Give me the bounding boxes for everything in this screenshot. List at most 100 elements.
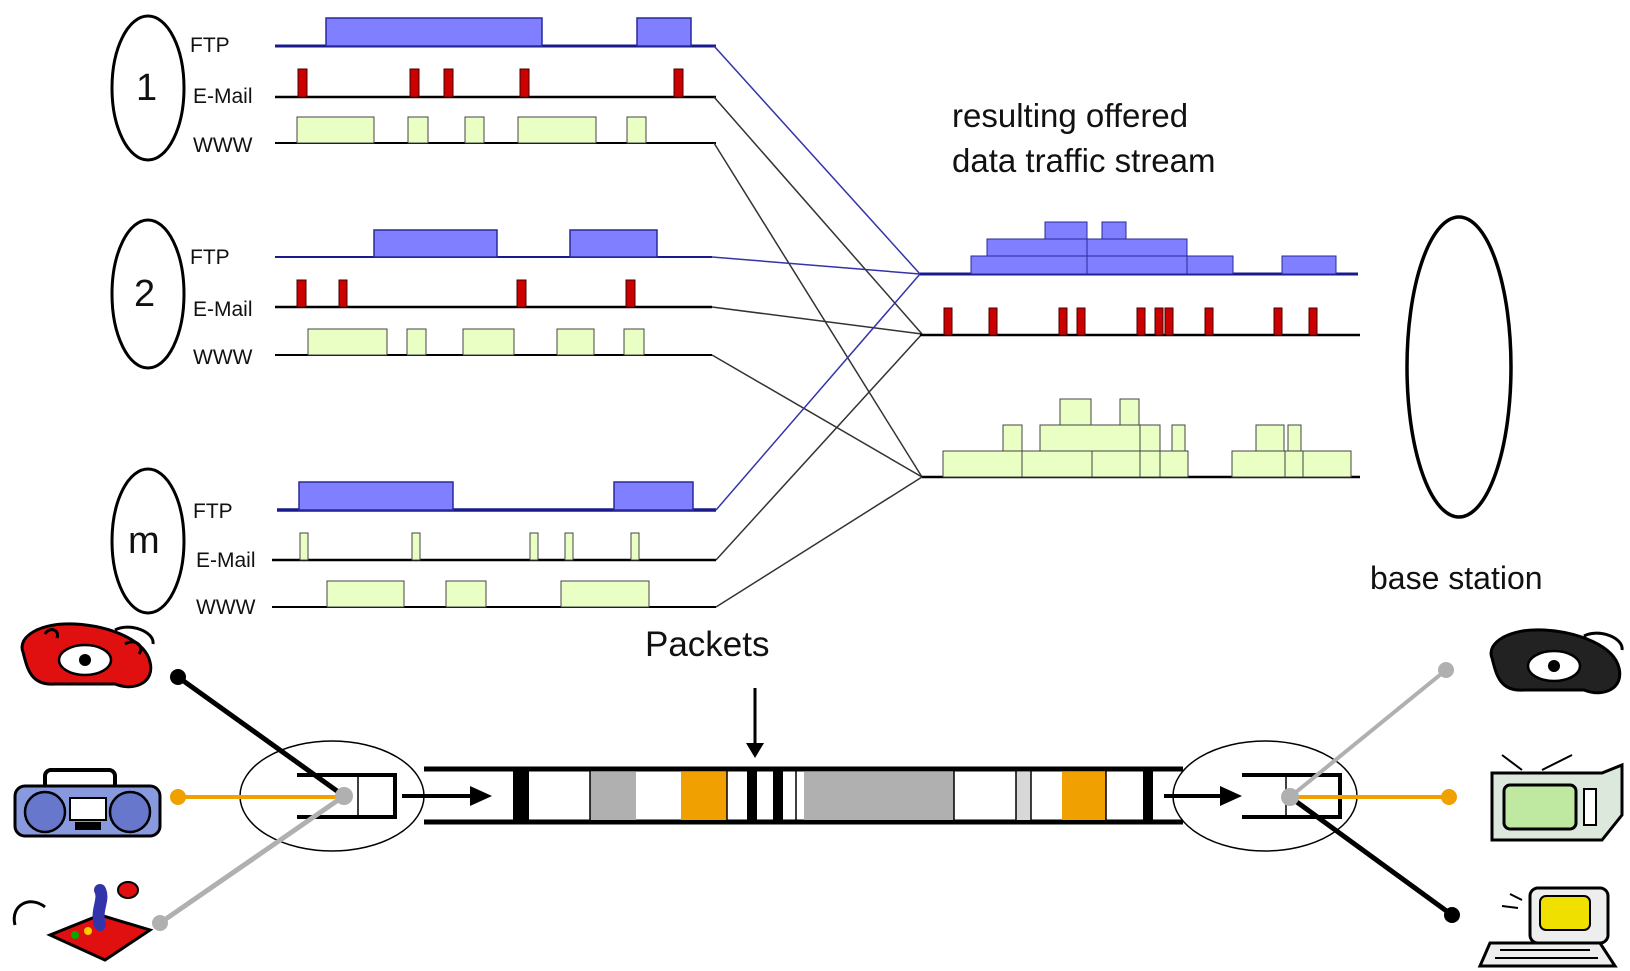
user-group-1: 1 FTP E-Mail WWW (110, 14, 716, 162)
group-2-www-burst (462, 328, 515, 356)
group-1-www-burst (517, 116, 597, 144)
aggregate-www-block (1287, 424, 1302, 452)
packets-label: Packets (645, 625, 770, 664)
packet-separator (513, 769, 529, 822)
group-m-email-packet (630, 532, 640, 561)
user-group-2: 2 FTP E-Mail WWW (110, 218, 712, 370)
aggregate-email-packet (943, 307, 953, 336)
television-icon (1490, 754, 1624, 842)
link-computer-out (1288, 794, 1454, 918)
aggregate-ftp-block (1044, 221, 1088, 240)
group-2-email-packet (516, 279, 527, 308)
group-2-www-burst (623, 328, 645, 356)
base-station-ellipse (1405, 215, 1513, 519)
aggregate-ftp-block (1281, 255, 1337, 275)
aggregate-email-packet (1204, 307, 1214, 336)
group-2-email-packet (625, 279, 636, 308)
group-m-ftp-burst (613, 481, 694, 511)
group-1-email-packet (297, 68, 308, 98)
group-2-ftp-burst (373, 229, 498, 258)
multiplex-lines (711, 45, 923, 608)
group-m-number: m (128, 520, 160, 562)
connector-line (715, 273, 921, 511)
packet-gray (590, 772, 636, 820)
connector-line (711, 306, 923, 335)
black-telephone-icon (1489, 628, 1624, 695)
group-1-email-packet (443, 68, 454, 98)
group-1-email-label: E-Mail (193, 85, 253, 108)
link-telephone (176, 674, 346, 799)
aggregate-email-packet (988, 307, 998, 336)
connector-line (713, 45, 921, 275)
joystick-icon (12, 881, 154, 962)
packet-separator (1143, 769, 1153, 822)
right-sink-links (1281, 662, 1460, 923)
packet-gray (1016, 772, 1031, 820)
aggregate-ftp-block (1086, 255, 1188, 275)
connector-line (711, 256, 921, 275)
group-1-email-packet (673, 68, 684, 98)
link-joystick (158, 793, 346, 926)
group-m-www-burst (326, 580, 405, 608)
group-m-email-packet (299, 532, 309, 561)
aggregate-email-packet (1076, 307, 1086, 336)
group-1-www-burst (464, 116, 485, 144)
computer-icon (1477, 886, 1618, 968)
group-1-www-burst (407, 116, 429, 144)
aggregate-www-block (1231, 450, 1286, 478)
aggregate-ftp-block (986, 238, 1088, 257)
group-1-www-burst (296, 116, 375, 144)
aggregate-ftp-block (1186, 255, 1234, 275)
aggregate-www-block (1284, 450, 1304, 478)
aggregate-email-packet (1273, 307, 1283, 336)
result-label-line-1: resulting offered (952, 97, 1188, 134)
group-2-email-label: E-Mail (193, 298, 253, 321)
group-2-www-burst (307, 328, 388, 356)
group-2-www-label: WWW (193, 346, 253, 369)
group-1-ftp-burst (325, 17, 543, 47)
packets-arrow (746, 688, 764, 758)
group-2-ellipse (110, 218, 186, 370)
group-2-ftp-label: FTP (190, 246, 230, 269)
link-telephone-out (1288, 668, 1448, 799)
packet-gray (804, 772, 954, 820)
connector-line (715, 476, 923, 608)
red-telephone-icon (20, 622, 155, 689)
aggregate-www-block (1139, 450, 1161, 478)
aggregate-www-block (1021, 450, 1093, 478)
group-m-www-burst (560, 580, 650, 608)
packet-separator (773, 769, 783, 822)
user-group-m: m FTP E-Mail WWW (100, 467, 716, 638)
connector-line (715, 333, 923, 561)
aggregate-www-block (942, 450, 1023, 478)
group-1-ellipse (110, 14, 186, 162)
group-m-ellipse (110, 467, 186, 615)
group-2-www-burst (556, 328, 595, 356)
aggregate-www-block (1171, 424, 1186, 452)
aggregate-www-block (1059, 398, 1092, 426)
aggregate-www-block (1139, 424, 1161, 452)
aggregate-email-packet (1164, 307, 1174, 336)
group-1-ftp-label: FTP (190, 34, 230, 57)
group-1-email-packet (409, 68, 420, 98)
aggregate-www-block (1302, 450, 1352, 478)
group-m-email-label: E-Mail (196, 549, 256, 572)
group-1-email-packet (519, 68, 530, 98)
group-2-number: 2 (134, 273, 155, 315)
group-m-email-packet (529, 532, 539, 561)
aggregate-www-block (1039, 424, 1141, 452)
packet-orange (681, 772, 727, 820)
aggregate-email-stream (920, 307, 1360, 337)
group-1-ftp-burst (636, 17, 692, 47)
aggregate-www-block (1255, 424, 1285, 452)
aggregate-www-block (1091, 450, 1141, 478)
group-2-ftp-burst (569, 229, 658, 258)
group-m-email-packet (564, 532, 574, 561)
aggregate-ftp-block (1086, 238, 1188, 257)
aggregate-ftp-block (1101, 221, 1127, 240)
result-label-line-2: data traffic stream (952, 142, 1216, 179)
connector-line (711, 354, 923, 478)
boombox-radio-icon (13, 768, 162, 838)
group-m-ftp-label: FTP (193, 500, 233, 523)
